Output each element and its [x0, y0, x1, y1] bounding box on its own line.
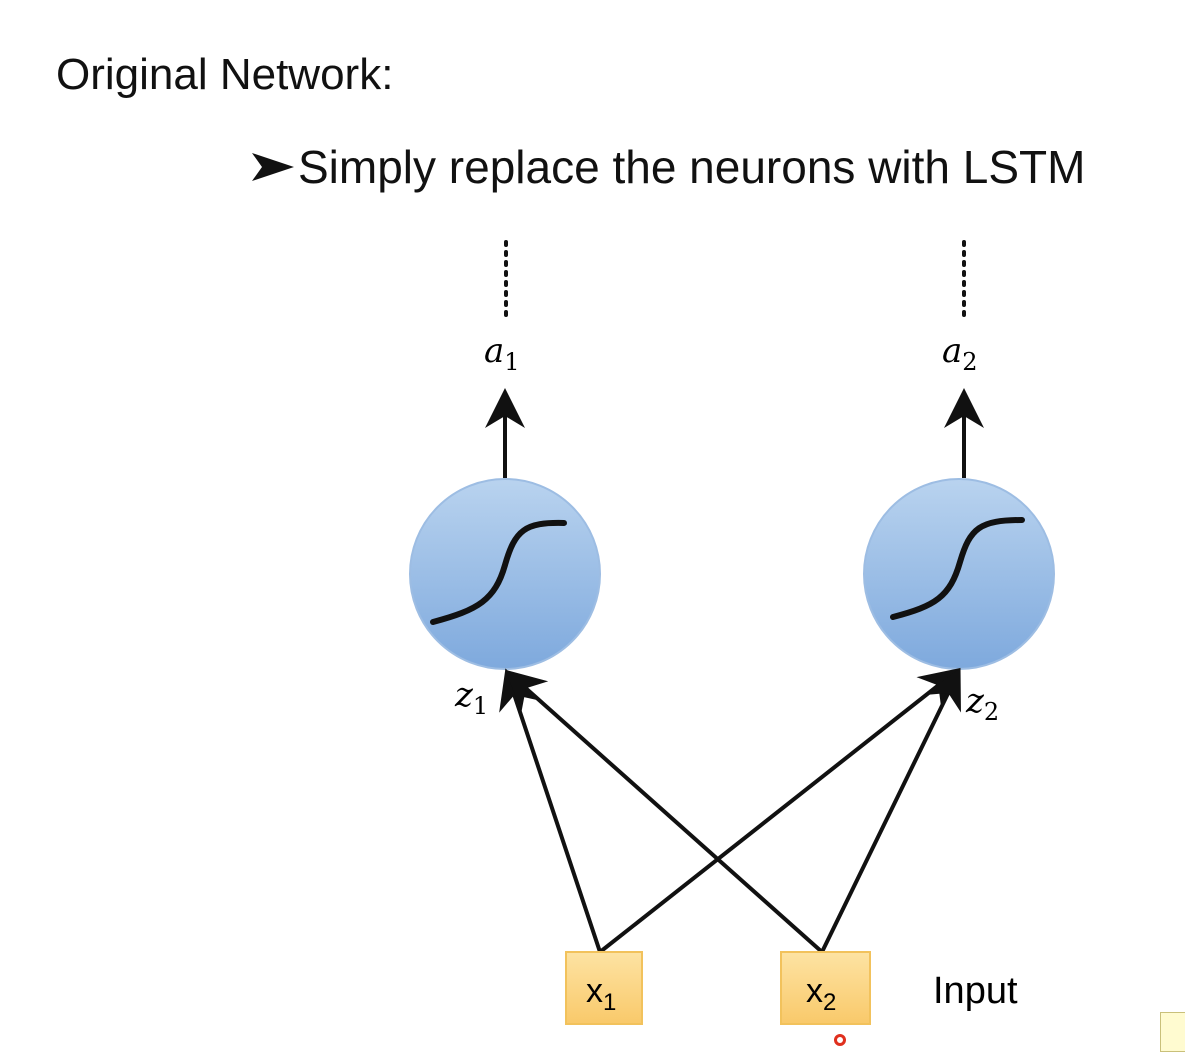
neuron-2 — [863, 478, 1055, 670]
bullet-point: Simply replace the neurons with LSTM — [250, 138, 1085, 196]
neuron-input-label-z2: z2 — [965, 681, 999, 726]
slide-title: Original Network: — [56, 50, 394, 99]
sigmoid-curve-icon — [890, 517, 1025, 620]
edge-x1-z1 — [499, 668, 602, 953]
output-label-a1: a1 — [484, 331, 520, 376]
input-box-x2: x2 — [780, 951, 871, 1025]
sigmoid-curve-icon — [430, 519, 567, 625]
neuron-1 — [409, 478, 601, 670]
output-label-a2: a2 — [942, 331, 978, 376]
edge-x1-z2 — [598, 668, 961, 954]
svg-text:x2: x2 — [806, 972, 836, 1016]
bullet-text: Simply replace the neurons with LSTM — [298, 141, 1086, 193]
input-layer-label: Input — [933, 970, 1018, 1012]
svg-text:x1: x1 — [586, 972, 616, 1016]
note-tooltip-fragment — [1160, 1012, 1185, 1052]
edge-x2-z2 — [820, 667, 961, 953]
neuron-input-label-z1: z1 — [454, 675, 488, 720]
edge-x2-z1 — [505, 669, 824, 954]
mouse-cursor-indicator — [834, 1034, 846, 1046]
input-box-x1: x1 — [565, 951, 643, 1025]
arrowhead-bullet-icon — [252, 153, 294, 181]
